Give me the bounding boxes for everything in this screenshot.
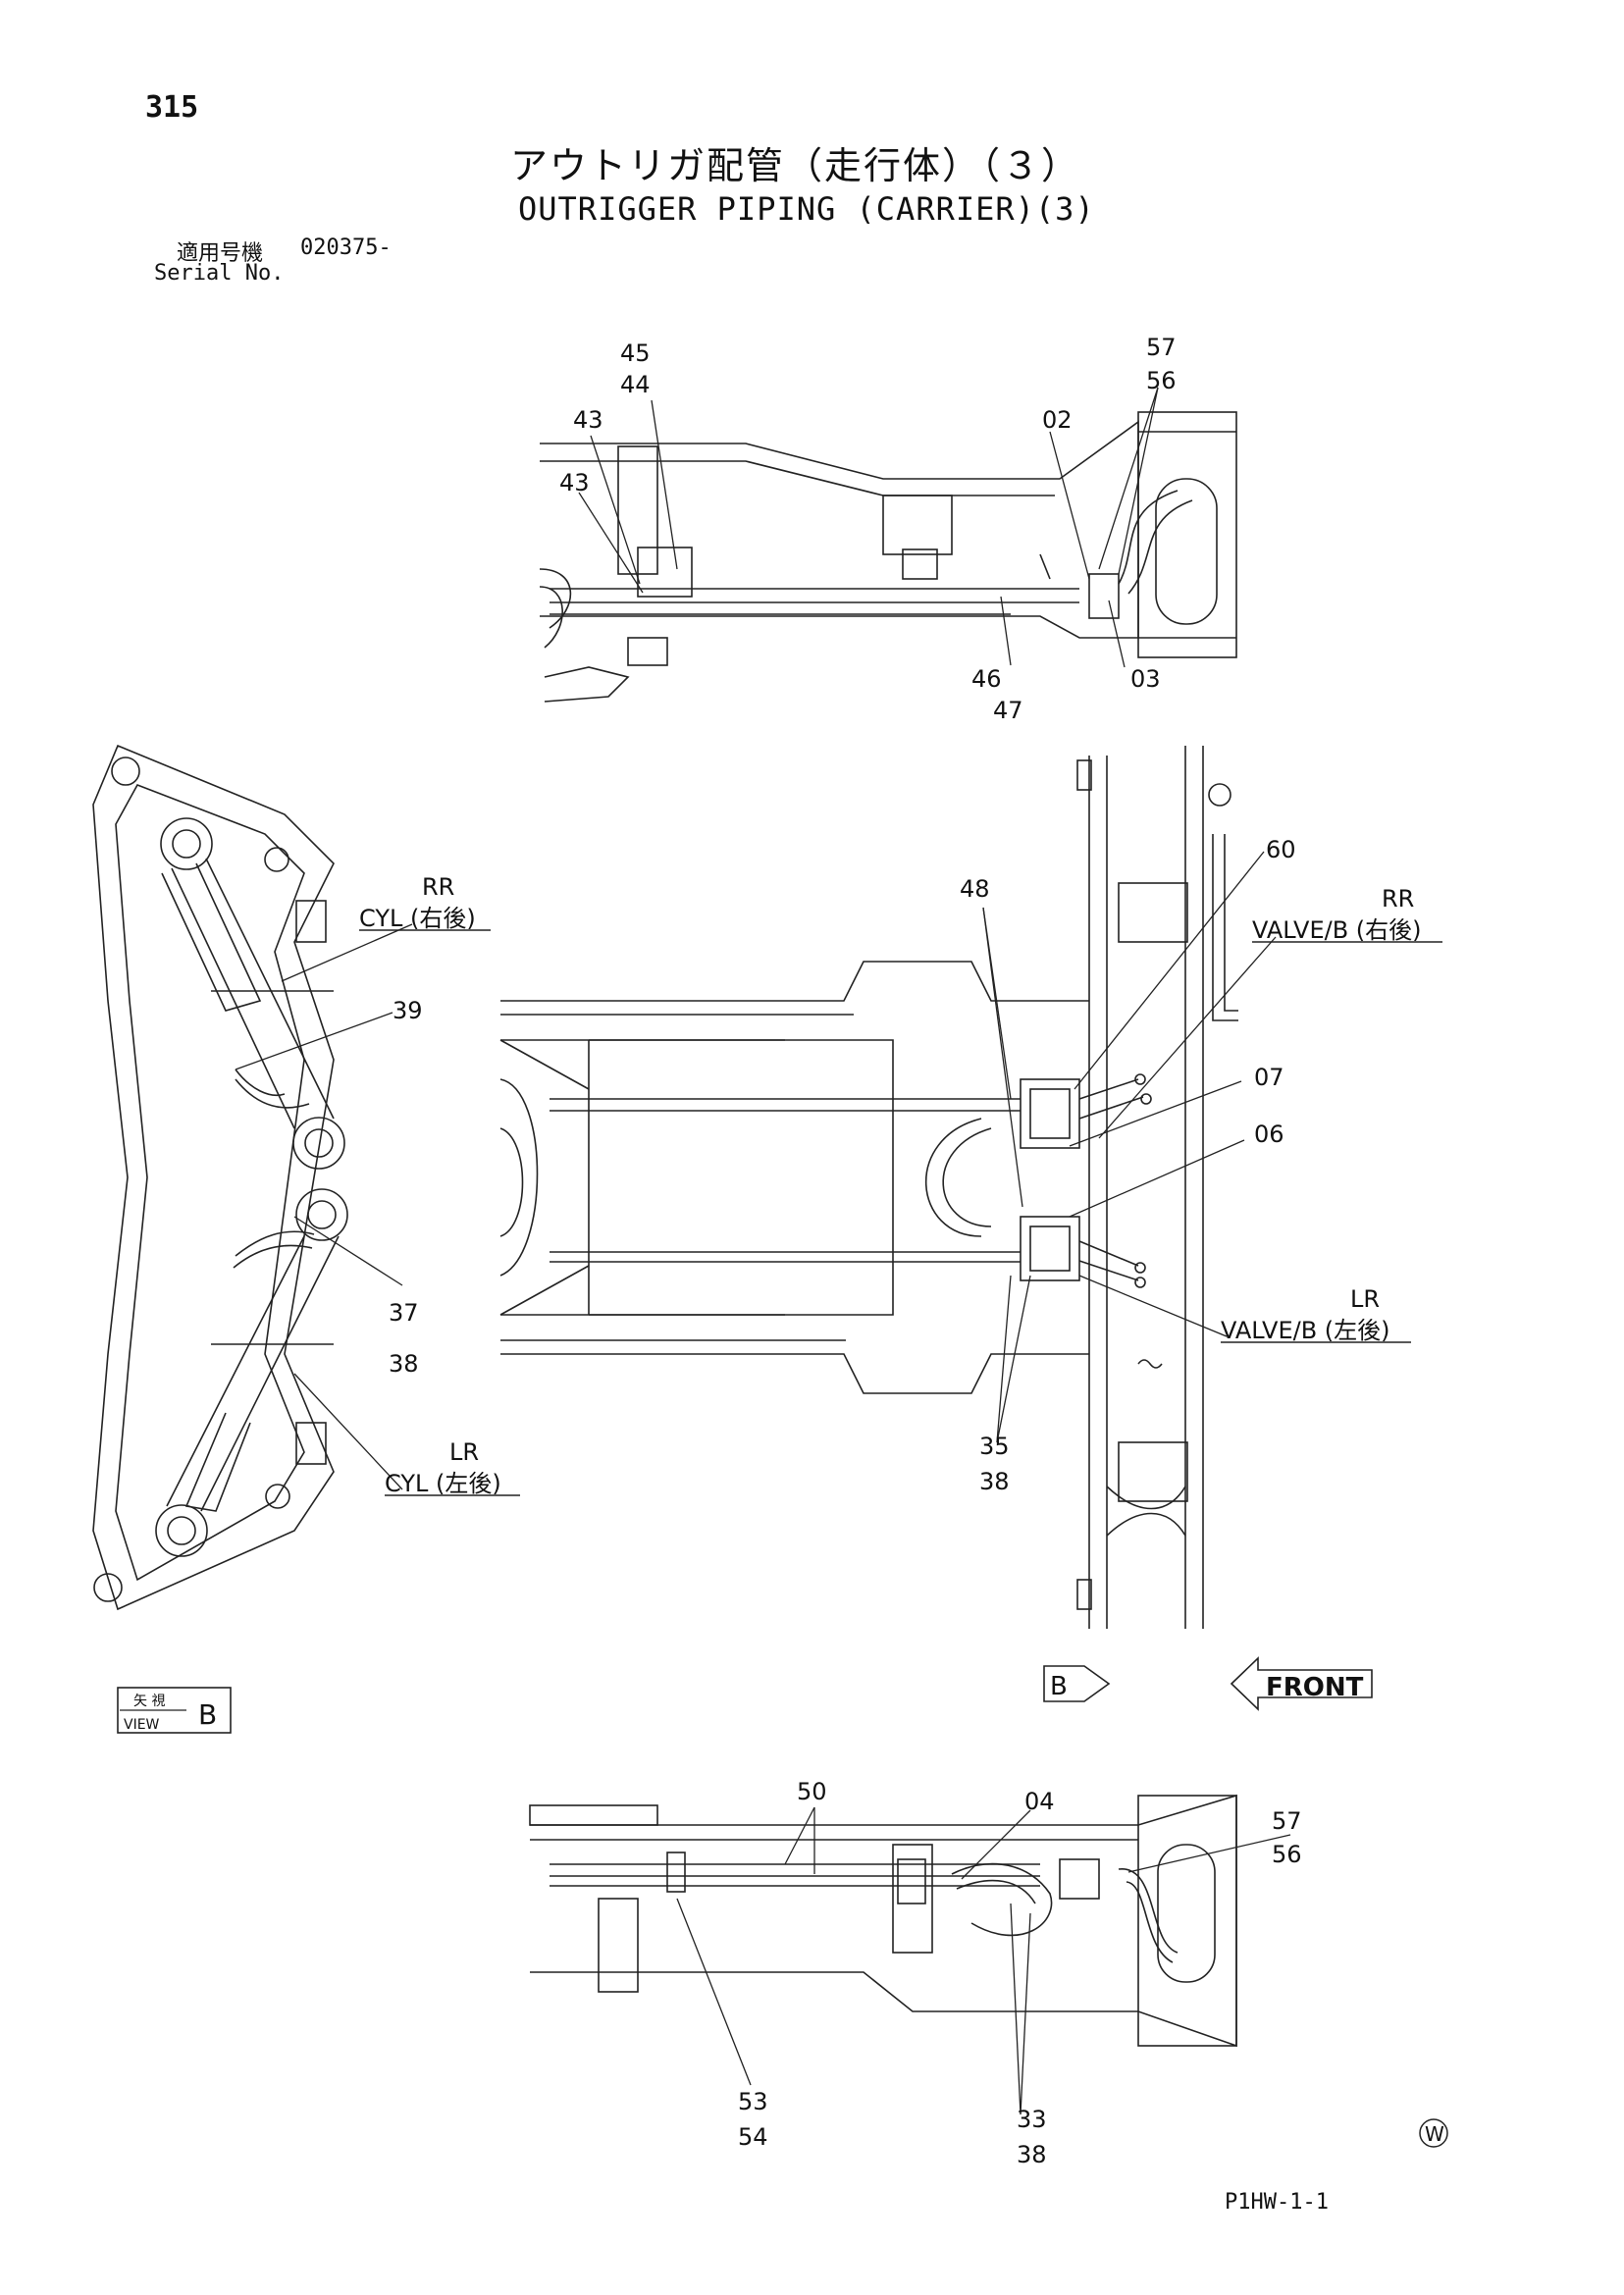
callout-07: 07 bbox=[1254, 1064, 1284, 1091]
w-mark-text: W bbox=[1425, 2122, 1444, 2146]
title-english: OUTRIGGER PIPING (CARRIER)(3) bbox=[518, 190, 1095, 228]
callout-43a: 43 bbox=[573, 406, 603, 434]
rr-valve-label-line2: VALVE/B (右後) bbox=[1252, 916, 1422, 944]
callout-57-top: 57 bbox=[1146, 334, 1177, 361]
view-box-letter: B bbox=[198, 1698, 217, 1731]
left-view-cylinders bbox=[92, 744, 348, 1611]
lr-cyl-label-line2: CYL (左後) bbox=[385, 1470, 501, 1497]
page-number: 315 bbox=[145, 90, 199, 125]
callout-04: 04 bbox=[1024, 1788, 1055, 1815]
callout-47: 47 bbox=[993, 697, 1023, 724]
callout-02: 02 bbox=[1042, 406, 1073, 434]
callout-35: 35 bbox=[979, 1433, 1010, 1460]
rr-cyl-label-line2: CYL (右後) bbox=[359, 905, 476, 932]
serial-label-en: Serial No. bbox=[154, 261, 285, 286]
callout-37: 37 bbox=[389, 1299, 419, 1327]
callout-38-left: 38 bbox=[389, 1350, 419, 1378]
callout-57-bottom: 57 bbox=[1272, 1807, 1302, 1835]
callout-43b: 43 bbox=[559, 469, 590, 496]
callout-48: 48 bbox=[960, 875, 990, 903]
front-arrow bbox=[1230, 1656, 1373, 1711]
callout-03: 03 bbox=[1130, 665, 1161, 693]
callout-labels: 45 44 43 43 57 56 02 46 47 03 RR CYL (右後… bbox=[359, 334, 1422, 2168]
view-b-marker-text: B bbox=[1050, 1672, 1068, 1701]
callout-38-bottom: 38 bbox=[1017, 2141, 1047, 2168]
callout-45: 45 bbox=[620, 339, 651, 367]
front-arrow-text: FRONT bbox=[1266, 1673, 1364, 1702]
callout-56-bottom: 56 bbox=[1272, 1841, 1302, 1868]
view-box bbox=[117, 1687, 232, 1734]
view-box-jp: 矢 視 bbox=[133, 1694, 165, 1709]
center-plan-view bbox=[499, 746, 1238, 1629]
callout-06: 06 bbox=[1254, 1121, 1284, 1148]
callout-60: 60 bbox=[1266, 836, 1296, 863]
callout-53: 53 bbox=[738, 2088, 768, 2115]
page-code: P1HW-1-1 bbox=[1225, 2190, 1329, 2215]
lr-valve-label-line1: LR bbox=[1350, 1285, 1380, 1313]
callout-56-top: 56 bbox=[1146, 367, 1177, 394]
view-b-arrow bbox=[1043, 1665, 1111, 1702]
callout-33: 33 bbox=[1017, 2106, 1047, 2133]
lr-valve-label-line2: VALVE/B (左後) bbox=[1221, 1317, 1390, 1344]
top-frame-view bbox=[539, 411, 1237, 703]
callout-46: 46 bbox=[971, 665, 1002, 693]
bottom-frame-view bbox=[529, 1794, 1237, 2048]
serial-value: 020375- bbox=[300, 235, 392, 260]
callout-50: 50 bbox=[797, 1778, 827, 1805]
callout-39: 39 bbox=[393, 997, 423, 1024]
title-japanese: アウトリガ配管（走行体）（３） bbox=[510, 144, 1081, 187]
rr-cyl-label-line1: RR bbox=[422, 873, 454, 901]
callout-44: 44 bbox=[620, 371, 651, 398]
rr-valve-label-line1: RR bbox=[1382, 885, 1414, 913]
callout-54: 54 bbox=[738, 2123, 768, 2151]
callout-38-center: 38 bbox=[979, 1468, 1010, 1495]
leader-lines bbox=[235, 387, 1291, 2115]
view-box-en: VIEW bbox=[124, 1717, 160, 1733]
serial-label-jp: 適用号機 bbox=[177, 241, 264, 266]
lr-cyl-label-line1: LR bbox=[449, 1438, 479, 1466]
w-mark-circle bbox=[1419, 2118, 1448, 2148]
